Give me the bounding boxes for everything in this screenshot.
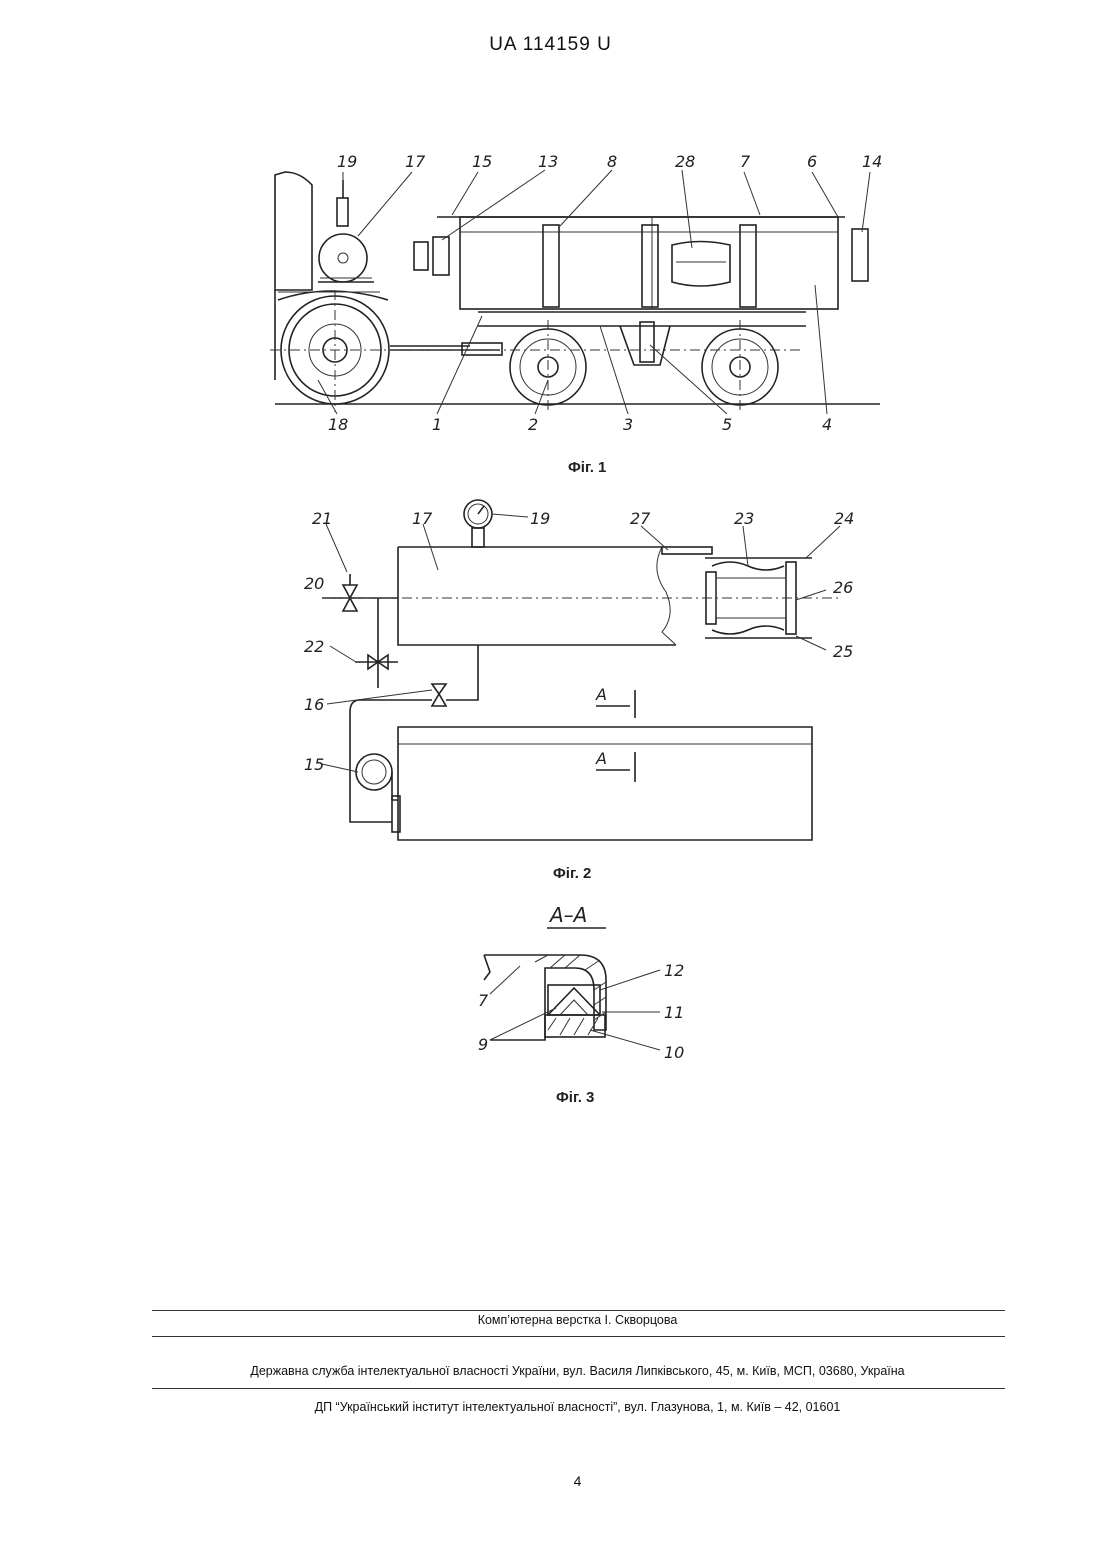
fig1-label: 13: [538, 152, 558, 171]
fig2-label: 21: [312, 509, 332, 528]
section-mark: A: [595, 749, 607, 768]
footer-divider: [152, 1336, 1005, 1337]
fig2-label: 16: [304, 695, 324, 714]
fig1-label: 19: [337, 152, 357, 171]
institute-address: ДП “Український інститут інтелектуальної…: [0, 1400, 1101, 1414]
fig3-label: 9: [478, 1035, 488, 1054]
figure-3-drawing: A–A 12 7 11 9 10: [478, 903, 684, 1062]
fig1-label: 17: [405, 152, 426, 171]
fig3-label: 7: [478, 991, 489, 1010]
patent-drawings: 19 17 15 13 8 28 7 6 14 18 1 2 3 5 4 Фіг…: [0, 0, 1101, 1130]
fig1-caption: Фіг. 1: [568, 459, 606, 476]
fig2-caption: Фіг. 2: [553, 865, 591, 882]
fig3-label: 10: [664, 1043, 684, 1062]
fig3-caption: Фіг. 3: [556, 1089, 594, 1106]
fig1-label: 18: [328, 415, 348, 434]
fig2-label: 26: [833, 578, 853, 597]
fig1-label: 15: [472, 152, 492, 171]
fig2-label: 19: [530, 509, 550, 528]
fig1-label: 28: [675, 152, 695, 171]
layout-credit: Комп’ютерна верстка І. Скворцова: [0, 1313, 1101, 1327]
fig1-label: 6: [807, 152, 817, 171]
fig2-label: 23: [734, 509, 754, 528]
figure-1-drawing: 19 17 15 13 8 28 7 6 14 18 1 2 3 5 4: [270, 152, 882, 434]
fig2-label: 22: [304, 637, 324, 656]
footer-divider: [152, 1310, 1005, 1311]
fig2-label: 27: [630, 509, 651, 528]
fig1-label: 14: [862, 152, 882, 171]
fig2-label: 17: [412, 509, 433, 528]
fig1-label: 2: [528, 415, 538, 434]
section-title: A–A: [548, 903, 587, 927]
fig1-label: 7: [740, 152, 751, 171]
fig2-label: 15: [304, 755, 324, 774]
fig1-label: 8: [607, 152, 617, 171]
fig2-label: 25: [833, 642, 853, 661]
page-number: 4: [0, 1473, 1101, 1489]
fig2-label: 20: [304, 574, 324, 593]
fig1-label: 3: [623, 415, 633, 434]
figure-2-drawing: A A 21 17 19 27 23 24 20 26 22 25 16 15: [304, 500, 854, 840]
fig1-label: 4: [822, 415, 832, 434]
fig3-label: 11: [664, 1003, 684, 1022]
fig2-label: 24: [834, 509, 854, 528]
footer-divider: [152, 1388, 1005, 1389]
section-mark: A: [595, 685, 607, 704]
fig1-label: 1: [432, 415, 442, 434]
fig1-label: 5: [722, 415, 732, 434]
agency-address: Державна служба інтелектуальної власност…: [0, 1364, 1101, 1378]
fig3-label: 12: [664, 961, 684, 980]
